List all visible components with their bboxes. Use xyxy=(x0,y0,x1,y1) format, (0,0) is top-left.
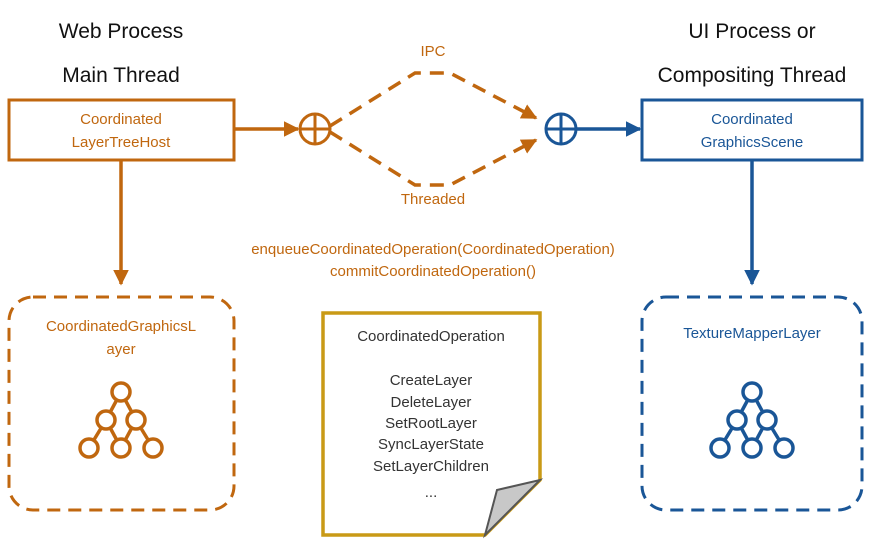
ipc-path-arrow xyxy=(329,71,538,128)
graphics-layer-label-line2: ayer xyxy=(106,341,135,358)
commit-operation-text: commitCoordinatedOperation() xyxy=(330,263,536,280)
layer-tree-host-label-line2: LayerTreeHost xyxy=(72,134,171,151)
graphics-layer-label-line1: CoordinatedGraphicsL xyxy=(46,318,196,335)
operation-item: SyncLayerState xyxy=(378,436,484,453)
header-right-line1: UI Process or xyxy=(688,20,815,43)
operation-item: CreateLayer xyxy=(390,372,473,389)
graphics-scene-label-line2: GraphicsScene xyxy=(701,134,804,151)
circle-plus-icon xyxy=(298,112,332,146)
page-fold-corner xyxy=(483,478,544,539)
operation-item: SetRootLayer xyxy=(385,415,477,432)
graphics-scene-label-line1: Coordinated xyxy=(711,111,793,128)
operation-item: SetLayerChildren xyxy=(373,458,489,475)
threaded-label: Threaded xyxy=(401,191,465,208)
circle-plus-icon xyxy=(544,112,578,146)
coordinated-operation-note: CoordinatedOperation CreateLayer DeleteL… xyxy=(321,311,544,539)
threaded-path-arrow xyxy=(329,130,538,187)
node-texture-mapper-layer: TextureMapperLayer xyxy=(640,295,864,512)
enqueue-operation-text: enqueueCoordinatedOperation(CoordinatedO… xyxy=(251,241,615,258)
node-layer-tree-host: Coordinated LayerTreeHost xyxy=(7,98,236,162)
header-left-line1: Web Process xyxy=(59,20,184,43)
node-coordinated-graphics-layer: CoordinatedGraphicsL ayer xyxy=(7,295,236,512)
header-right-line2: Compositing Thread xyxy=(658,64,847,87)
texture-mapper-label: TextureMapperLayer xyxy=(683,325,821,342)
note-title: CoordinatedOperation xyxy=(357,328,505,345)
operation-item: ... xyxy=(425,484,438,501)
header-left-line2: Main Thread xyxy=(62,64,180,87)
ipc-label: IPC xyxy=(420,43,445,60)
layer-tree-host-label-line1: Coordinated xyxy=(80,111,162,128)
operation-list: CreateLayer DeleteLayer SetRootLayer Syn… xyxy=(373,372,489,501)
operation-item: DeleteLayer xyxy=(391,394,472,411)
node-graphics-scene: Coordinated GraphicsScene xyxy=(640,98,864,162)
